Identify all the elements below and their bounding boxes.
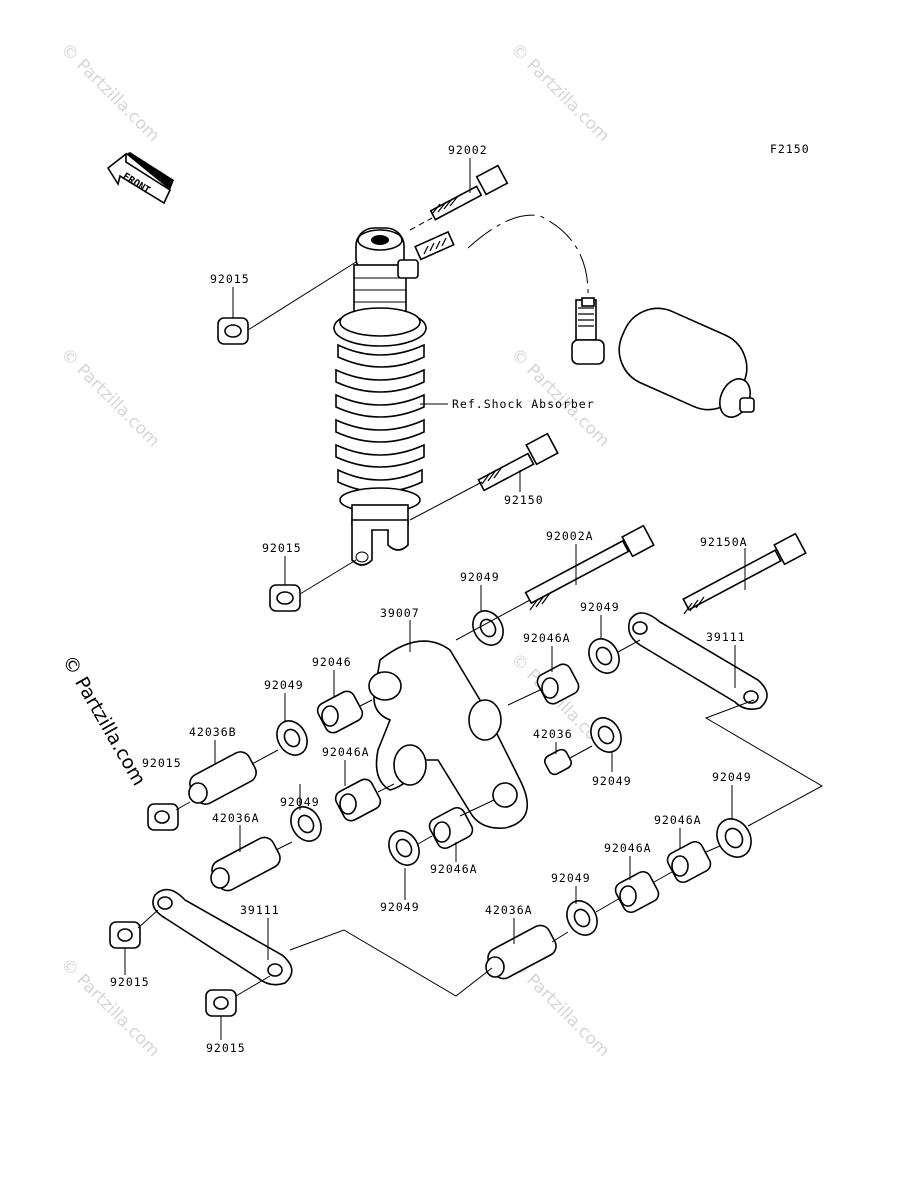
label-92049-e: 92049 bbox=[280, 795, 320, 809]
link-39111-right bbox=[627, 612, 768, 710]
nut-92015-b1 bbox=[109, 921, 141, 949]
bearing-92046A-d bbox=[666, 840, 712, 884]
label-39007: 39007 bbox=[380, 606, 420, 620]
label-39111-left: 39111 bbox=[240, 903, 280, 917]
front-arrow-icon: FRONT bbox=[106, 152, 174, 205]
nut-92015-top bbox=[217, 317, 249, 345]
rocker-arm-39007 bbox=[368, 640, 529, 829]
collar-92049-f bbox=[388, 830, 420, 866]
assembly-lines bbox=[137, 599, 824, 997]
spacer-42036A-left bbox=[210, 836, 281, 892]
label-92150: 92150 bbox=[504, 493, 544, 507]
spacer-42036 bbox=[544, 748, 572, 776]
figure-code: F2150 bbox=[770, 142, 810, 156]
label-92046A-a: 92046A bbox=[523, 631, 571, 645]
label-92049-d: 92049 bbox=[592, 774, 632, 788]
label-92049-b: 92049 bbox=[580, 600, 620, 614]
label-92002: 92002 bbox=[448, 143, 488, 157]
collar-92049-a bbox=[472, 610, 504, 646]
watermark-tr: © Partzilla.com bbox=[506, 39, 613, 146]
label-92049-c: 92049 bbox=[264, 678, 304, 692]
bolt-92150A bbox=[682, 532, 807, 615]
label-92015-b1: 92015 bbox=[110, 975, 150, 989]
bearing-92046A-b bbox=[334, 778, 382, 822]
label-92046A-e: 92046A bbox=[604, 841, 652, 855]
nut-92015-mid bbox=[269, 584, 301, 612]
nut-92015-left bbox=[147, 803, 179, 831]
label-92046A-c: 92046A bbox=[430, 862, 478, 876]
collar-92049-b bbox=[588, 638, 620, 674]
shock-absorber bbox=[333, 227, 455, 566]
leader-lines bbox=[124, 158, 746, 1040]
label-92150A: 92150A bbox=[700, 535, 748, 549]
bolt-92002A bbox=[524, 524, 655, 611]
label-92046: 92046 bbox=[312, 655, 352, 669]
watermark-side: © Partzilla.com bbox=[58, 652, 150, 790]
label-92049-f: 92049 bbox=[380, 900, 420, 914]
label-42036A-left: 42036A bbox=[212, 811, 260, 825]
bolt-92002 bbox=[429, 164, 509, 221]
reservoir bbox=[571, 297, 755, 418]
collar-92049-h bbox=[566, 900, 598, 936]
watermark-ml: © Partzilla.com bbox=[56, 344, 163, 451]
link-39111-left bbox=[152, 888, 293, 986]
collar-92049-g bbox=[716, 818, 752, 858]
label-ref-shock: Ref.Shock Absorber bbox=[452, 397, 595, 411]
nut-92015-b2 bbox=[205, 989, 237, 1017]
label-92015-top: 92015 bbox=[210, 272, 250, 286]
bolt-92150 bbox=[477, 432, 559, 492]
bearing-92046A-e bbox=[614, 870, 660, 914]
label-92002A: 92002A bbox=[546, 529, 594, 543]
label-92049-h: 92049 bbox=[551, 871, 591, 885]
label-92015-b2: 92015 bbox=[206, 1041, 246, 1055]
label-92049-a: 92049 bbox=[460, 570, 500, 584]
label-42036: 42036 bbox=[533, 727, 573, 741]
bearing-92046A-a bbox=[536, 663, 580, 705]
label-92049-g: 92049 bbox=[712, 770, 752, 784]
label-92046A-b: 92046A bbox=[322, 745, 370, 759]
part-labels: 92002 92015 Ref.Shock Absorber 92150 920… bbox=[110, 143, 752, 1055]
collar-92049-e bbox=[290, 806, 322, 842]
label-42036A-right: 42036A bbox=[485, 903, 533, 917]
watermark-tl: © Partzilla.com bbox=[56, 39, 163, 146]
bearing-92046 bbox=[316, 690, 364, 734]
label-92015-mid: 92015 bbox=[262, 541, 302, 555]
collar-92049-c bbox=[276, 720, 308, 756]
label-92046A-d: 92046A bbox=[654, 813, 702, 827]
bearing-92046A-c bbox=[428, 806, 474, 850]
watermark-bl: © Partzilla.com bbox=[56, 954, 163, 1061]
label-39111-right: 39111 bbox=[706, 630, 746, 644]
collar-92049-d bbox=[590, 717, 622, 753]
label-42036B: 42036B bbox=[189, 725, 237, 739]
label-92015-left: 92015 bbox=[142, 756, 182, 770]
spacer-42036B bbox=[188, 751, 257, 805]
